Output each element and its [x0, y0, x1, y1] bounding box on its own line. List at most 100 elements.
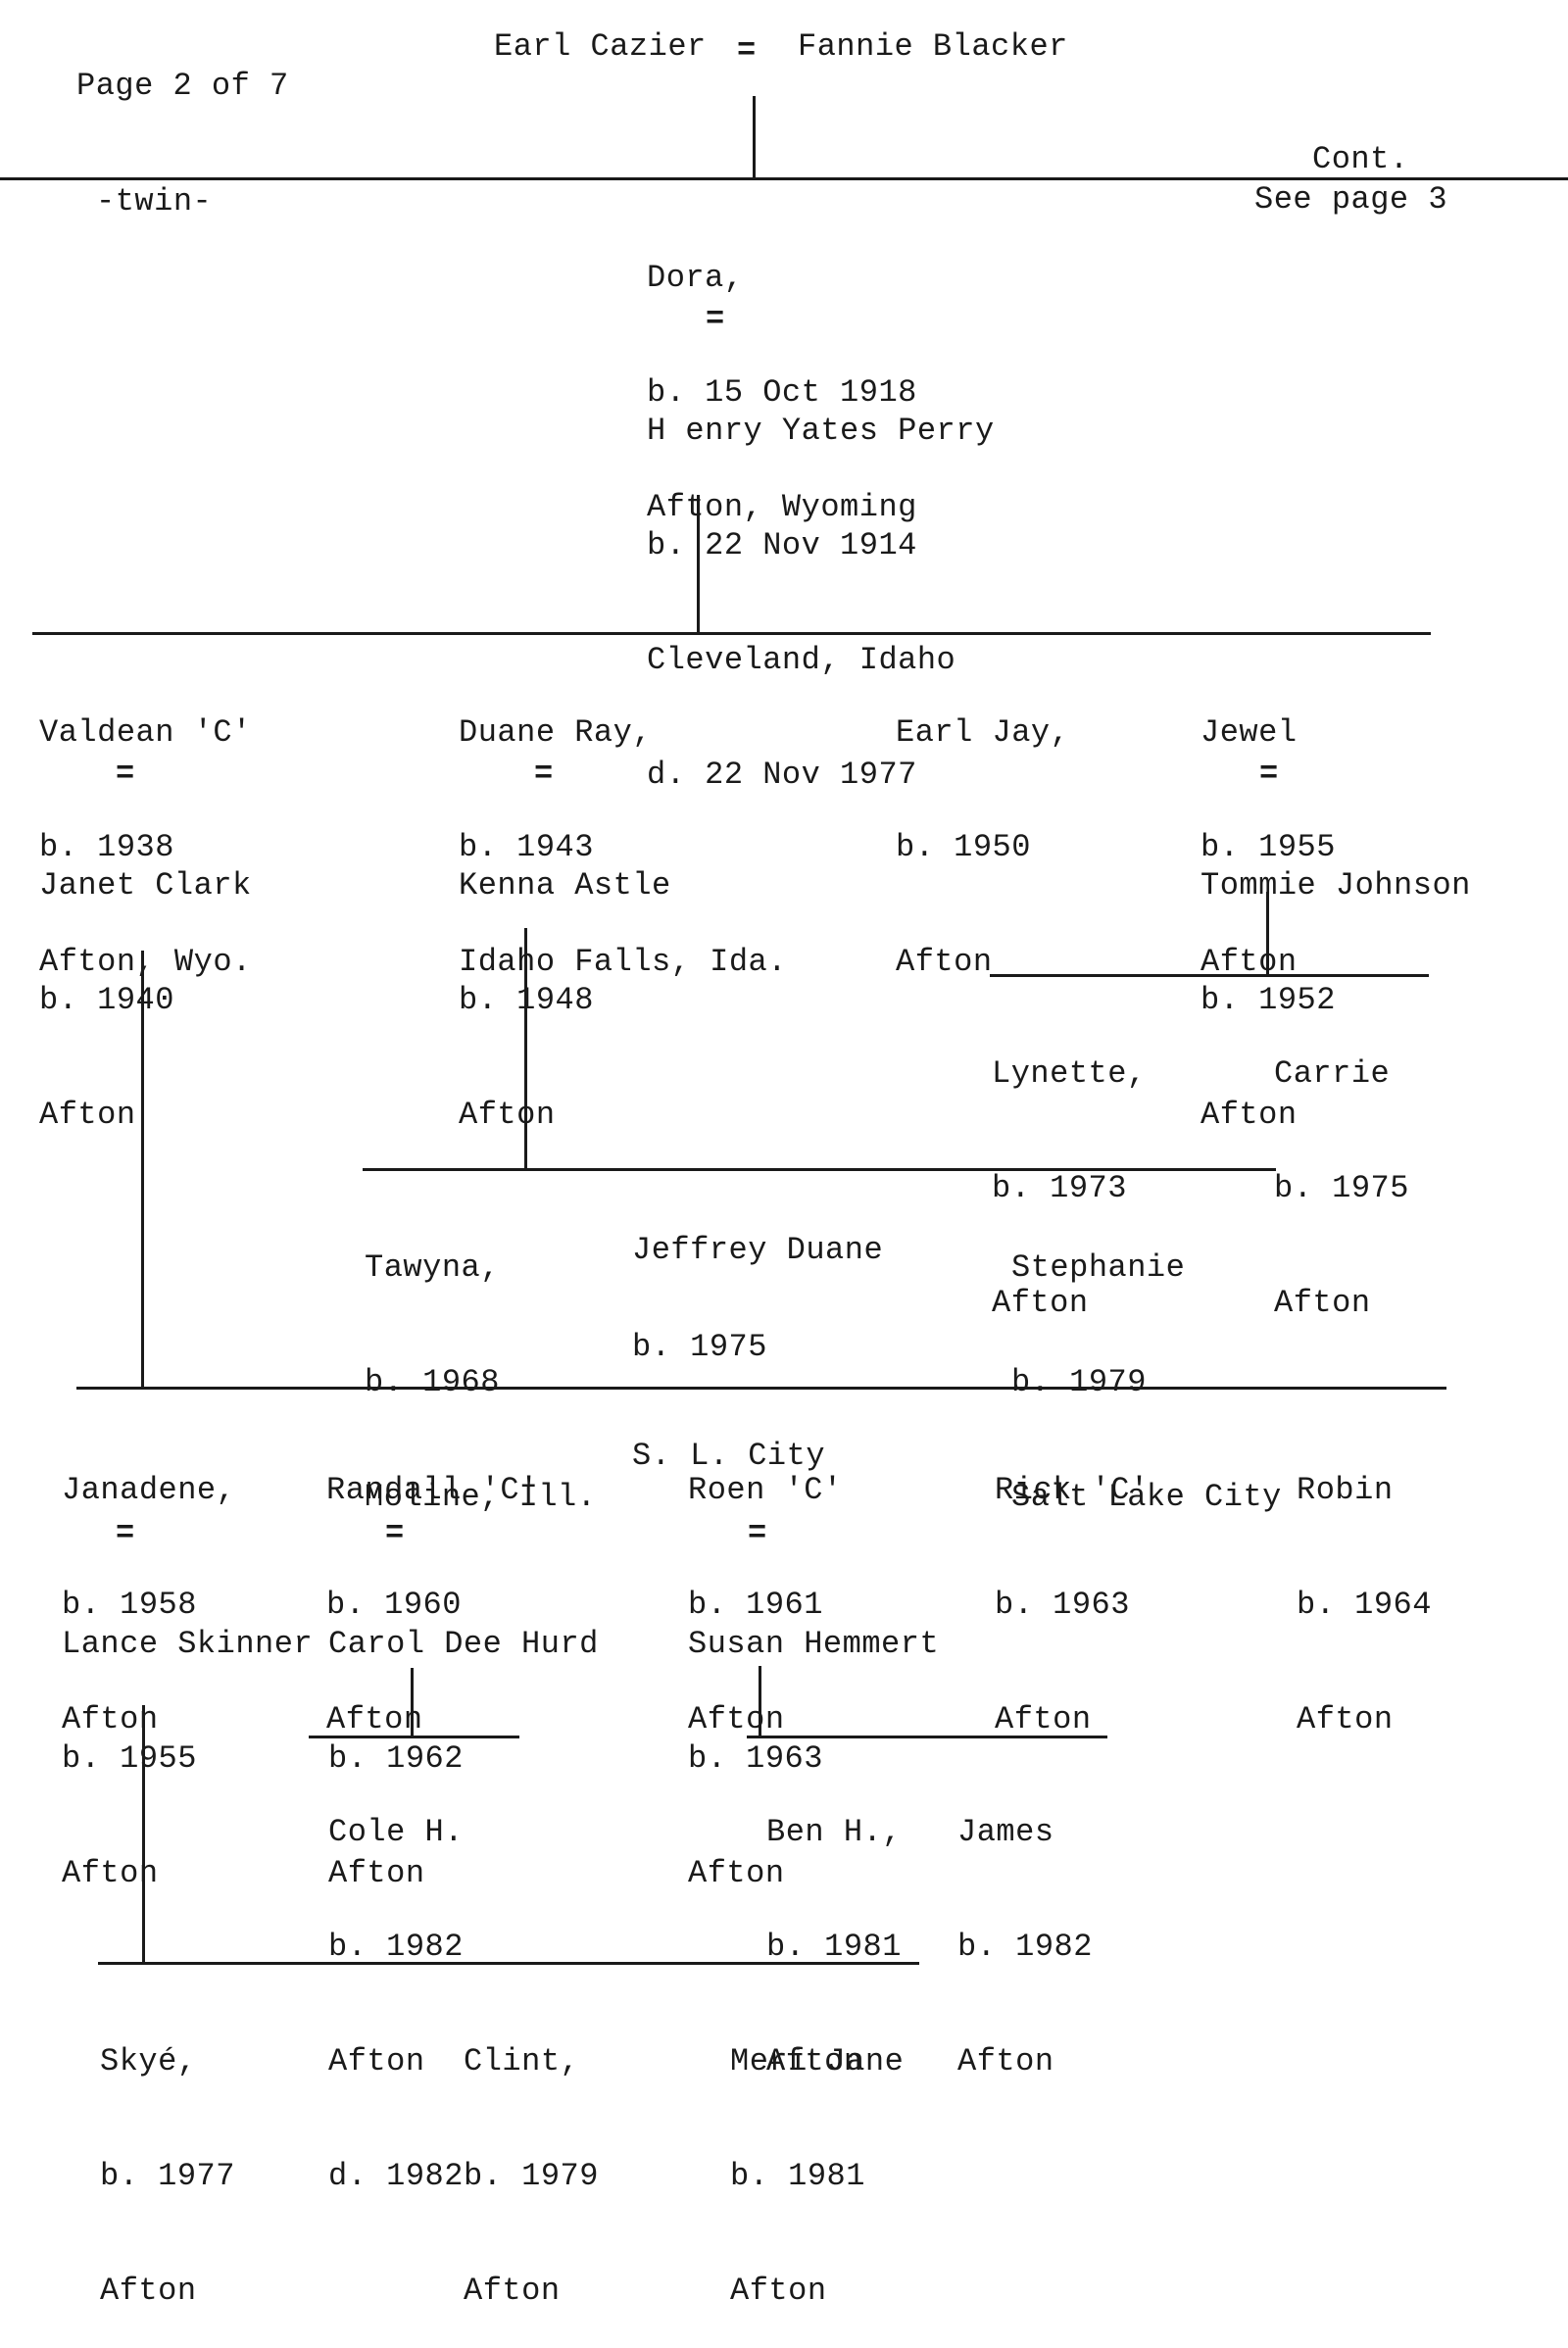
birth-date: b. 1975: [632, 1329, 767, 1365]
birth-date: b. 1982: [957, 1929, 1093, 1965]
birth-date: b. 1982: [328, 1929, 464, 1965]
marriage-symbol: =: [748, 1515, 767, 1551]
person-robin: Robin b. 1964 Afton: [1297, 1394, 1432, 1777]
person-name: Susan Hemmert: [688, 1626, 940, 1662]
person-earl-jay: Earl Jay, b. 1950 Afton: [896, 637, 1069, 1019]
connector-line: [0, 177, 1568, 180]
connector-line: [524, 928, 527, 1171]
person-name: Jeffrey Duane: [632, 1232, 884, 1268]
birth-date: b. 1960: [326, 1587, 462, 1623]
root-husband-name: Earl Cazier: [494, 28, 707, 65]
spouse-carol-dee-hurd: Carol Dee Hurd b. 1962 Afton: [328, 1548, 599, 1931]
spouse-henry-perry: H enry Yates Perry b. 22 Nov 1914 Clevel…: [647, 335, 995, 832]
birth-place: Afton: [62, 1855, 159, 1891]
connector-line: [98, 1962, 919, 1965]
person-janadene: Janadene, b. 1958 Afton: [62, 1394, 235, 1777]
birth-place: Afton: [39, 1097, 136, 1133]
person-name: Tommie Johnson: [1200, 867, 1471, 904]
birth-date: b. 1938: [39, 829, 174, 865]
connector-line: [1266, 892, 1269, 975]
spouse-susan-hemmert: Susan Hemmert b. 1963 Afton: [688, 1548, 939, 1931]
birth-date: b. 1975: [1274, 1170, 1409, 1206]
person-lynette: Lynette, b. 1973 Afton: [992, 978, 1147, 1360]
marriage-symbol: =: [706, 301, 725, 337]
connector-line: [990, 974, 1429, 977]
person-jeffrey-duane: Jeffrey Duane b. 1975 S. L. City: [632, 1169, 883, 1504]
death-date: d. 1982: [328, 2158, 464, 2194]
person-name: Carol Dee Hurd: [328, 1626, 599, 1662]
connector-line: [411, 1668, 414, 1737]
birth-date: b. 1950: [896, 829, 1031, 865]
birth-place: Idaho Falls, Ida.: [459, 944, 787, 980]
birth-place: Cleveland, Idaho: [647, 642, 956, 678]
birth-date: b. 1955: [62, 1740, 197, 1777]
person-carrie: Carrie b. 1975 Afton: [1274, 978, 1409, 1360]
marriage-symbol: =: [534, 756, 554, 792]
birth-date: b. 1943: [459, 829, 594, 865]
person-name: Ben H.,: [766, 1814, 902, 1850]
birth-place: Afton: [896, 944, 993, 980]
person-name: James: [957, 1814, 1054, 1850]
birth-place: Afton: [688, 1701, 785, 1737]
person-ben: Ben H., b. 1981 Afton: [766, 1737, 902, 2119]
connector-line: [697, 495, 700, 634]
connector-line: [747, 1736, 1107, 1738]
spouse-lance-skinner: Lance Skinner b. 1955 Afton: [62, 1548, 313, 1931]
birth-place: Afton: [1297, 1701, 1394, 1737]
person-name: Janet Clark: [39, 867, 252, 904]
person-name: Tawyna,: [365, 1249, 500, 1286]
connector-line: [753, 96, 756, 180]
person-name: Meri Jane: [730, 2043, 905, 2079]
birth-place: Afton: [100, 2273, 197, 2309]
twin-label: -twin-: [96, 183, 213, 220]
birth-place: Afton, Wyo.: [39, 944, 252, 980]
person-name: Roen 'C': [688, 1472, 843, 1508]
person-name: Kenna Astle: [459, 867, 671, 904]
birth-place: S. L. City: [632, 1438, 826, 1474]
person-name: H enry Yates Perry: [647, 413, 995, 449]
person-tawyna: Tawyna, b. 1968 Moline, Ill.: [365, 1172, 596, 1554]
birth-place: Afton: [1200, 944, 1298, 980]
person-name: Skyé,: [100, 2043, 197, 2079]
person-name: Jewel: [1200, 714, 1298, 751]
birth-date: b. 1981: [766, 1929, 902, 1965]
birth-place: Afton: [328, 2043, 425, 2079]
person-name: Rick 'C': [995, 1472, 1150, 1508]
birth-date: b. 1962: [328, 1740, 464, 1777]
person-name: Robin: [1297, 1472, 1394, 1508]
birth-date: b. 1955: [1200, 829, 1336, 865]
death-date: d. 22 Nov 1977: [647, 757, 917, 793]
birth-date: b. 1963: [688, 1740, 823, 1777]
birth-place: Salt Lake City: [1011, 1479, 1282, 1515]
birth-date: b. 1981: [730, 2158, 865, 2194]
person-name: Lynette,: [992, 1055, 1147, 1092]
person-skye: Skyé, b. 1977 Afton: [100, 1966, 235, 2348]
person-roen: Roen 'C' b. 1961 Afton: [688, 1394, 843, 1777]
marriage-symbol: =: [116, 756, 135, 792]
person-valdean: Valdean 'C' b. 1938 Afton, Wyo.: [39, 637, 252, 1019]
birth-date: b. 1977: [100, 2158, 235, 2194]
person-clint: Clint, b. 1979 Afton: [464, 1966, 599, 2348]
birth-date: b. 1963: [995, 1587, 1130, 1623]
connector-line: [309, 1736, 519, 1738]
birth-date: b. 22 Nov 1914: [647, 527, 917, 563]
birth-place: Afton: [688, 1855, 785, 1891]
marriage-symbol: =: [116, 1515, 135, 1551]
connector-line: [141, 951, 144, 1388]
person-randall: Randall 'C' b. 1960 Afton: [326, 1394, 539, 1777]
birth-date: b. 1979: [1011, 1364, 1147, 1400]
birth-place: Afton: [1200, 1097, 1298, 1133]
continuation-label: Cont.: [1312, 141, 1409, 177]
continuation-page-link: See page 3: [1254, 181, 1448, 218]
birth-date: b. 1968: [365, 1364, 500, 1400]
spouse-kenna-astle: Kenna Astle b. 1948 Afton: [459, 790, 671, 1172]
birth-place: Afton: [62, 1701, 159, 1737]
birth-place: Afton: [328, 1855, 425, 1891]
birth-place: Afton: [957, 2043, 1054, 2079]
birth-place: Afton: [326, 1701, 423, 1737]
birth-place: Moline, Ill.: [365, 1479, 597, 1515]
birth-place: Afton: [464, 2273, 561, 2309]
birth-date: b. 1973: [992, 1170, 1127, 1206]
birth-place: Afton, Wyoming: [647, 489, 917, 525]
person-dora: Dora, b. 15 Oct 1918 Afton, Wyoming: [647, 182, 917, 564]
